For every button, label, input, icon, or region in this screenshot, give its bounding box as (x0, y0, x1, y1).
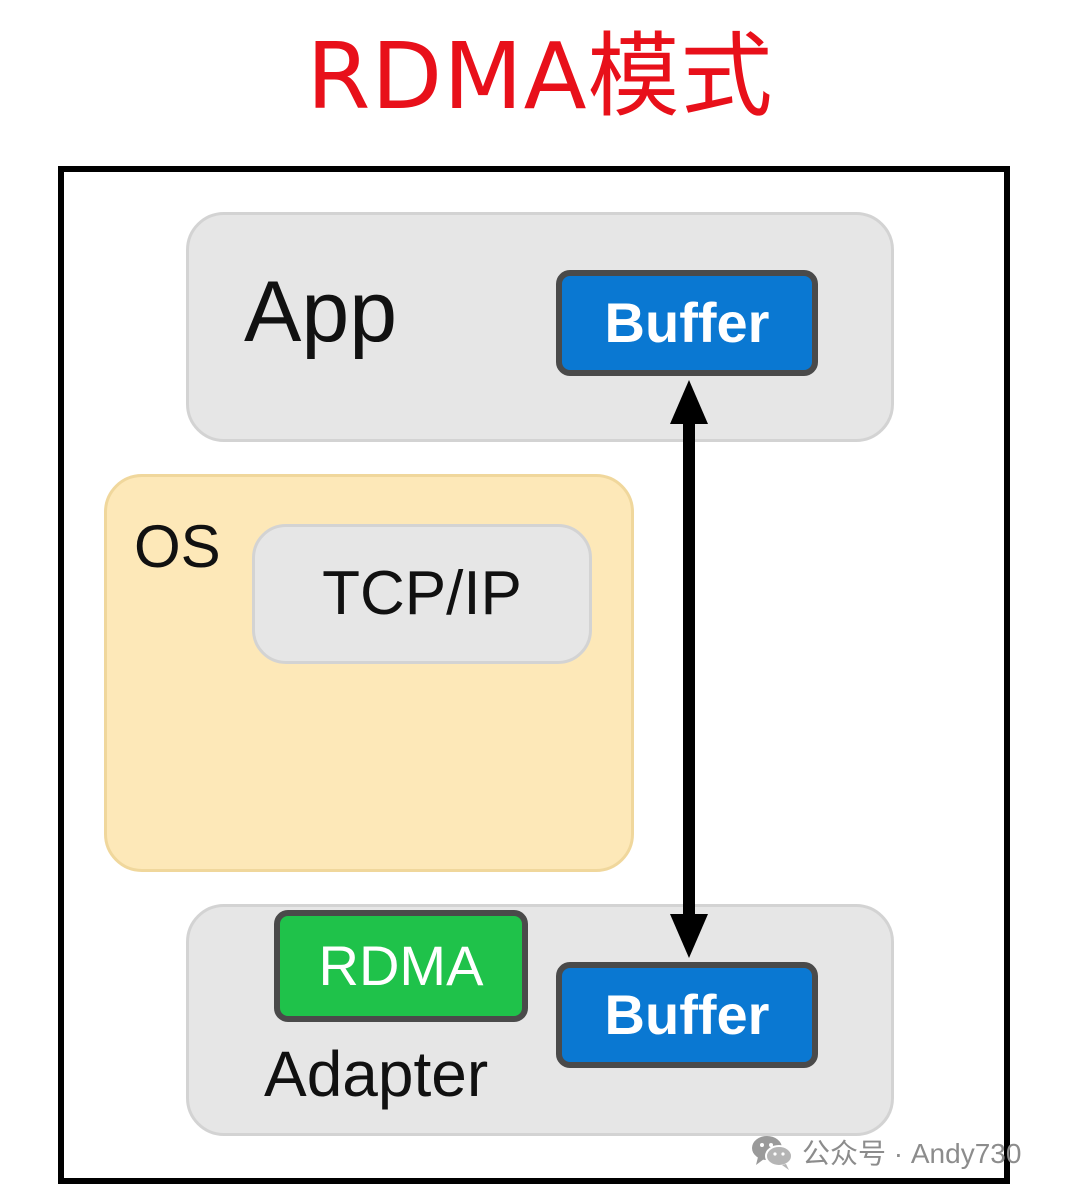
watermark: 公众号 · Andy730 (750, 1132, 1021, 1172)
diagram-title: RDMA模式 (306, 23, 774, 130)
app-buffer: Buffer (556, 270, 818, 376)
rdma-chip: RDMA (274, 910, 528, 1022)
watermark-text: 公众号 · Andy730 (802, 1138, 1022, 1169)
app-label: App (244, 264, 398, 360)
os-label: OS (134, 513, 221, 580)
adapter-label: Adapter (264, 1038, 489, 1110)
adapter-buffer: Buffer (556, 962, 818, 1068)
tcp-ip-label: TCP/IP (322, 559, 522, 628)
tcp-ip-stack (252, 524, 592, 664)
wechat-icon (752, 1136, 793, 1170)
host-frame (58, 166, 1010, 1184)
